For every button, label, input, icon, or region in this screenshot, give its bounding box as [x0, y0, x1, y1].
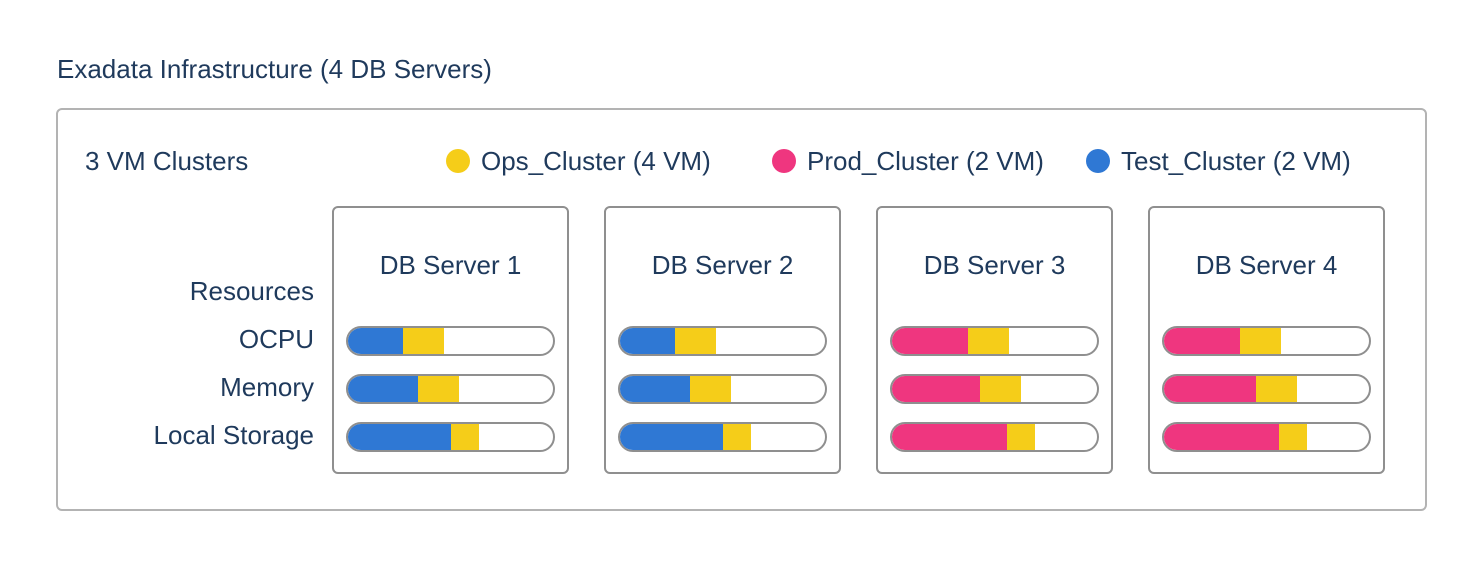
usage-segment	[620, 376, 690, 402]
db-server-name: DB Server 3	[923, 250, 1066, 280]
usage-segment	[675, 328, 717, 354]
ops-cluster-dot-icon	[446, 149, 470, 173]
usage-segment	[1239, 328, 1281, 354]
vm-clusters-count: 3 VM Clusters	[85, 146, 249, 176]
legend-ops-cluster: Ops_Cluster (4 VM)	[446, 144, 711, 178]
legend-label: Prod_Cluster (2 VM)	[807, 145, 1044, 176]
usage-segment	[1006, 424, 1036, 450]
legend-prod-cluster: Prod_Cluster (2 VM)	[772, 144, 1044, 178]
usage-segment	[620, 424, 723, 450]
ocpu-usage-bar	[890, 326, 1099, 356]
db-server-name: DB Server 4	[1195, 250, 1338, 280]
ocpu-usage-bar	[618, 326, 827, 356]
usage-segment	[1164, 328, 1240, 354]
memory-usage-bar	[346, 374, 555, 404]
memory-usage-bar	[618, 374, 827, 404]
infrastructure-panel	[56, 108, 1427, 511]
usage-segment	[689, 376, 731, 402]
usage-segment	[450, 424, 480, 450]
usage-segment	[892, 424, 1007, 450]
db-server-card-1[interactable]: DB Server 1	[332, 206, 569, 474]
usage-segment	[417, 376, 459, 402]
usage-segment	[1164, 424, 1279, 450]
usage-segment	[348, 424, 451, 450]
memory-usage-bar	[1162, 374, 1371, 404]
resource-label-ocpu: OCPU	[238, 324, 314, 354]
usage-segment	[967, 328, 1009, 354]
local-storage-usage-bar	[346, 422, 555, 452]
resource-label-local-storage: Local Storage	[153, 420, 314, 450]
db-server-card-2[interactable]: DB Server 2	[604, 206, 841, 474]
db-server-name: DB Server 2	[651, 250, 794, 280]
usage-segment	[722, 424, 752, 450]
memory-usage-bar	[890, 374, 1099, 404]
legend-label: Test_Cluster (2 VM)	[1121, 145, 1351, 176]
usage-segment	[892, 376, 981, 402]
resources-header: Resources	[189, 276, 314, 306]
local-storage-usage-bar	[618, 422, 827, 452]
db-server-card-3[interactable]: DB Server 3	[876, 206, 1113, 474]
usage-segment	[1278, 424, 1308, 450]
db-server-name: DB Server 1	[379, 250, 522, 280]
test-cluster-dot-icon	[1086, 149, 1110, 173]
usage-segment	[348, 376, 418, 402]
usage-segment	[620, 328, 676, 354]
resource-label-memory: Memory	[220, 372, 314, 402]
prod-cluster-dot-icon	[772, 149, 796, 173]
local-storage-usage-bar	[1162, 422, 1371, 452]
usage-segment	[892, 328, 968, 354]
usage-segment	[1256, 376, 1298, 402]
usage-segment	[348, 328, 404, 354]
local-storage-usage-bar	[890, 422, 1099, 452]
usage-segment	[980, 376, 1022, 402]
db-server-card-4[interactable]: DB Server 4	[1148, 206, 1385, 474]
ocpu-usage-bar	[1162, 326, 1371, 356]
infrastructure-title: Exadata Infrastructure (4 DB Servers)	[57, 54, 492, 84]
ocpu-usage-bar	[346, 326, 555, 356]
usage-segment	[403, 328, 445, 354]
legend-label: Ops_Cluster (4 VM)	[481, 145, 711, 176]
usage-segment	[1164, 376, 1257, 402]
legend-test-cluster: Test_Cluster (2 VM)	[1086, 144, 1351, 178]
